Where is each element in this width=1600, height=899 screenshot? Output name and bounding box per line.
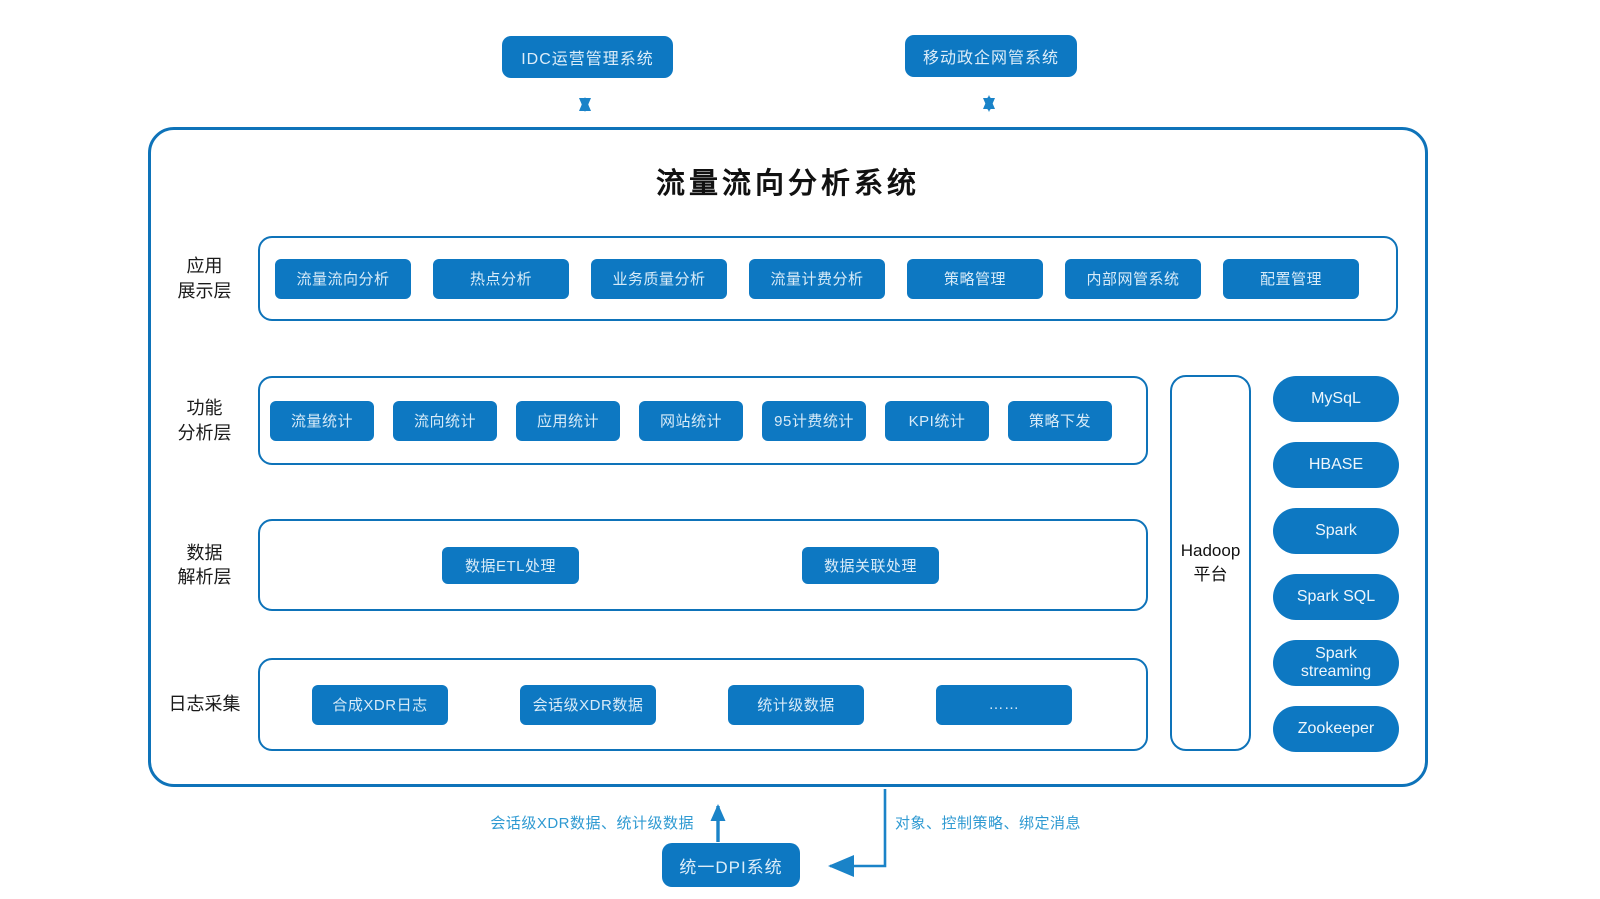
layer-button[interactable]: 网站统计 — [639, 400, 743, 441]
layer-button[interactable]: 95计费统计 — [762, 400, 866, 441]
layer-label: 数据 解析层 — [177, 542, 232, 587]
layer-button[interactable]: 热点分析 — [433, 258, 569, 299]
layer-button[interactable]: 应用统计 — [516, 400, 620, 441]
main-system-container: 流量流向分析系统 应用 展示层 流量流向分析热点分析业务质量分析流量计费分析策略… — [148, 127, 1428, 787]
component-pill[interactable]: Spark SQL — [1273, 574, 1399, 620]
dpi-download-arrow — [828, 789, 887, 877]
layer-button[interactable]: 会话级XDR数据 — [520, 684, 656, 725]
layer-box: 合成XDR日志 会话级XDR数据 统计级数据 …… — [258, 658, 1148, 751]
layer-label: 功能 分析层 — [177, 398, 232, 443]
layer-button[interactable]: 策略下发 — [1008, 400, 1112, 441]
layer-button[interactable]: 流量计费分析 — [749, 258, 885, 299]
component-pill[interactable]: MySqL — [1273, 376, 1399, 422]
layer-log-collection: 日志采集 合成XDR日志 会话级XDR数据 统计级数据 …… — [151, 658, 1425, 751]
idc-management-system-node[interactable]: IDC运营管理系统 — [502, 36, 673, 78]
layer-button[interactable]: 策略管理 — [907, 258, 1043, 299]
layer-box: 数据ETL处理 数据关联处理 — [258, 519, 1148, 611]
layer-button[interactable]: 统计级数据 — [728, 684, 864, 725]
page-title: 流量流向分析系统 — [655, 168, 920, 200]
hadoop-platform-node: Hadoop 平台 — [1170, 375, 1251, 751]
component-pill[interactable]: Zookeeper — [1273, 706, 1399, 752]
layer-function-analysis: 功能 分析层 流量统计流向统计应用统计网站统计 95计费统计 KPI统计策略下发 — [151, 376, 1425, 465]
layer-button[interactable]: 流向统计 — [393, 400, 497, 441]
mobile-enterprise-nms-node[interactable]: 移动政企网管系统 — [905, 35, 1077, 77]
component-pill[interactable]: Spark — [1273, 508, 1399, 554]
layer-button[interactable]: 数据ETL处理 — [442, 546, 579, 584]
upload-flow-label: 会话级XDR数据、统计级数据 — [490, 815, 694, 832]
layer-box: 流量统计流向统计应用统计网站统计 95计费统计 KPI统计策略下发 — [258, 376, 1148, 465]
component-pill[interactable]: Spark streaming — [1273, 640, 1399, 686]
layer-button[interactable]: 流量流向分析 — [275, 258, 411, 299]
unified-dpi-system-node[interactable]: 统一DPI系统 — [662, 843, 800, 887]
layer-button[interactable]: 内部网管系统 — [1065, 258, 1201, 299]
layer-button[interactable]: KPI统计 — [885, 400, 989, 441]
layer-label: 应用 展示层 — [177, 256, 232, 301]
download-flow-label: 对象、控制策略、绑定消息 — [895, 815, 1082, 832]
layer-button[interactable]: 配置管理 — [1223, 258, 1359, 299]
layer-button[interactable]: 业务质量分析 — [591, 258, 727, 299]
layer-box: 流量流向分析热点分析业务质量分析流量计费分析策略管理内部网管系统配置管理 — [258, 236, 1398, 321]
component-pill[interactable]: HBASE — [1273, 442, 1399, 488]
layer-application-display: 应用 展示层 流量流向分析热点分析业务质量分析流量计费分析策略管理内部网管系统配… — [151, 236, 1425, 321]
layer-button[interactable]: 数据关联处理 — [802, 546, 939, 584]
layer-button[interactable]: 合成XDR日志 — [312, 684, 448, 725]
layer-button[interactable]: 流量统计 — [270, 400, 374, 441]
layer-button[interactable]: …… — [936, 684, 1072, 725]
layer-data-parsing: 数据 解析层 数据ETL处理 数据关联处理 — [151, 519, 1425, 611]
layer-label: 日志采集 — [168, 694, 241, 715]
